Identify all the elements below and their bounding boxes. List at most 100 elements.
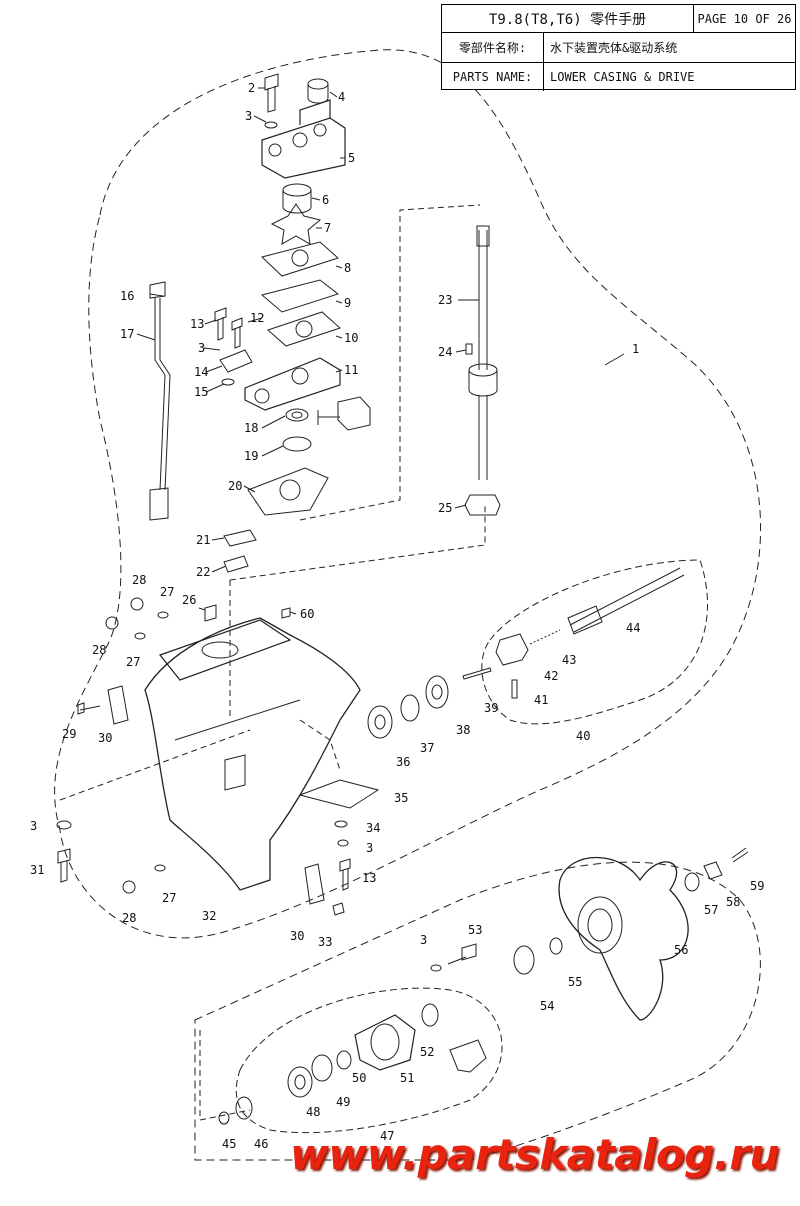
callout-45: 45 [222, 1137, 236, 1151]
callout-54: 54 [540, 999, 554, 1013]
connector-line-2 [229, 505, 486, 581]
callout-42: 42 [544, 669, 558, 683]
callout-3-left: 3 [30, 819, 37, 833]
callout-3: 3 [245, 109, 252, 123]
callout-25: 25 [438, 501, 452, 515]
callout-7: 7 [324, 221, 331, 235]
callout-17: 17 [120, 327, 134, 341]
model-title: T9.8(T8,T6) 零件手册 [442, 5, 694, 32]
gasket-part-20 [247, 467, 329, 516]
callout-22: 22 [196, 565, 210, 579]
callout-28-left: 28 [92, 643, 106, 657]
group-outline-main [54, 49, 762, 939]
callout-30: 30 [98, 731, 112, 745]
callout-47: 47 [380, 1129, 394, 1143]
plate-part-9 [260, 279, 340, 313]
bush-part-54 [513, 945, 535, 975]
callout-37: 37 [420, 741, 434, 755]
callout-59: 59 [750, 879, 764, 893]
callout-16: 16 [120, 289, 134, 303]
callout-55: 55 [568, 975, 582, 989]
callout-1: 1 [632, 342, 639, 356]
callout-9: 9 [344, 296, 351, 310]
oring-part-49 [311, 1054, 333, 1082]
callout-3-mid: 3 [198, 341, 205, 355]
insert-part-6 [282, 183, 312, 197]
callout-35: 35 [394, 791, 408, 805]
callout-6: 6 [322, 193, 329, 207]
page-number: PAGE 10 OF 26 [697, 11, 792, 26]
callout-52: 52 [420, 1045, 434, 1059]
gasket-part-10 [267, 311, 341, 347]
callout-56: 56 [674, 943, 688, 957]
callout-2: 2 [248, 81, 255, 95]
shift-rod-part-17 [154, 298, 171, 491]
callout-50: 50 [352, 1071, 366, 1085]
callout-49: 49 [336, 1095, 350, 1109]
callout-36: 36 [396, 755, 410, 769]
callout-18: 18 [244, 421, 258, 435]
callout-30-lower: 30 [290, 929, 304, 943]
seal-part-52 [421, 1003, 439, 1027]
gear-part-38 [425, 675, 449, 709]
callout-26: 26 [182, 593, 196, 607]
oring-part-19 [282, 436, 312, 452]
spring-part-43 [529, 629, 561, 645]
callout-15: 15 [194, 385, 208, 399]
connector-line-5 [59, 729, 251, 801]
callout-44: 44 [626, 621, 640, 635]
bearing-part-36 [367, 705, 393, 739]
shift-rod-end [149, 487, 169, 521]
lower-casing-part-32 [144, 617, 361, 891]
callout-58: 58 [726, 895, 740, 909]
title-block: T9.8(T8,T6) 零件手册 PAGE 10 OF 26 零部件名称: 水下… [441, 4, 796, 91]
pump-base-part-11 [244, 357, 341, 411]
pin-part-41 [511, 679, 518, 699]
callout-27-left: 27 [126, 655, 140, 669]
callout-3-lower: 3 [366, 841, 373, 855]
pin-part-39 [462, 667, 492, 680]
group-outline-40 [481, 559, 708, 725]
anode-part-30-lower [304, 863, 325, 905]
pump-housing-part-5 [261, 117, 346, 179]
bearing-part-50 [336, 1050, 352, 1070]
washer-part-57 [684, 872, 700, 892]
washer-part-46 [235, 1096, 253, 1120]
gasket-part-8 [261, 241, 339, 277]
tool-bracket [317, 410, 340, 425]
connector-line-6 [199, 1030, 251, 1121]
callout-27-lower: 27 [162, 891, 176, 905]
sleeve-part-4 [307, 78, 329, 90]
bearing-on-shaft [468, 363, 498, 377]
callout-40: 40 [576, 729, 590, 743]
callout-11: 11 [344, 363, 358, 377]
callout-48: 48 [306, 1105, 320, 1119]
callout-57: 57 [704, 903, 718, 917]
grommet-part-22 [223, 555, 249, 573]
plate-part-14 [219, 349, 253, 373]
callout-28-lower: 28 [122, 911, 136, 925]
callout-labels: 1 2 3 4 5 6 7 8 9 10 11 12 13 14 15 16 1… [30, 81, 764, 1151]
callout-21: 21 [196, 533, 210, 547]
callout-13-lower: 13 [362, 871, 376, 885]
pin-part-24 [465, 343, 473, 355]
callout-46: 46 [254, 1137, 268, 1151]
bolt-part-29 [77, 702, 101, 715]
bolt-part-2 [264, 73, 279, 113]
callout-33: 33 [318, 935, 332, 949]
callout-27: 27 [160, 585, 174, 599]
plug-part-60 [281, 607, 291, 619]
parts-name-en-label: PARTS NAME: [442, 63, 544, 91]
callout-3-bottom: 3 [420, 933, 427, 947]
propeller-shaft-part-44 [569, 567, 685, 633]
screw-part-28 [130, 597, 144, 611]
callout-60: 60 [300, 607, 314, 621]
ring-part-45 [218, 1111, 230, 1125]
cotter-pin-part-59 [731, 847, 749, 863]
pinion-gear-part-25 [464, 494, 501, 516]
callout-31: 31 [30, 863, 44, 877]
bolt-part-53 [447, 943, 477, 965]
callout-41: 41 [534, 693, 548, 707]
seal-part-18 [285, 408, 309, 422]
